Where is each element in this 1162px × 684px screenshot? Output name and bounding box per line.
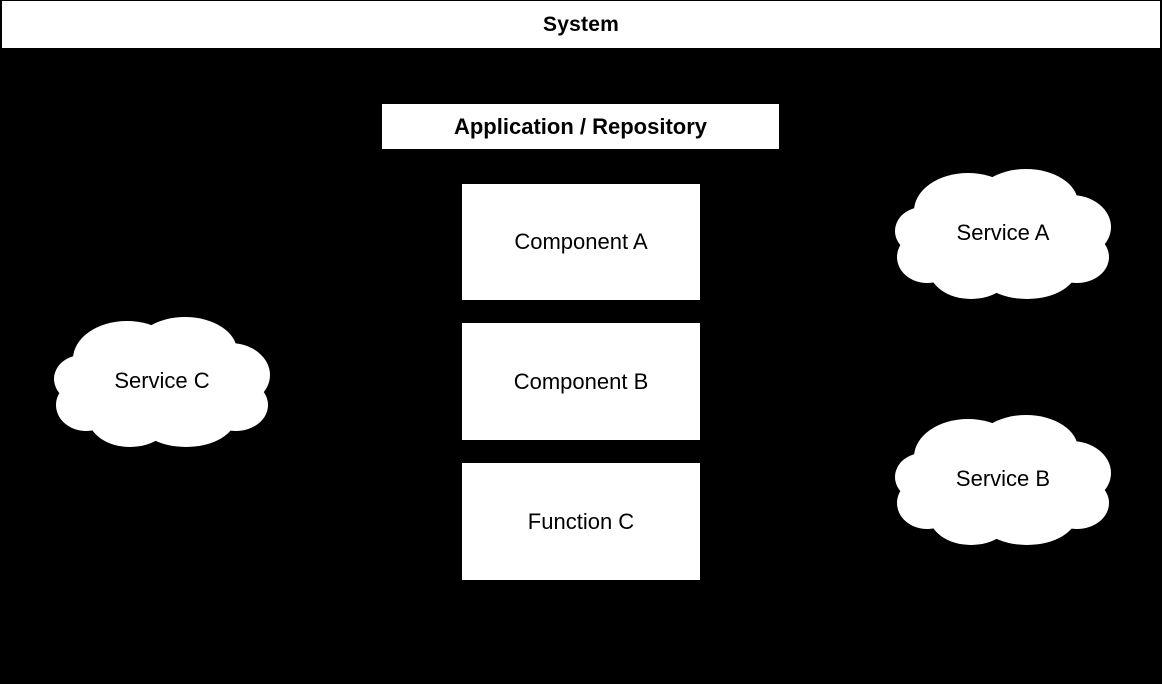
service-cloud-a: Service A [893, 165, 1113, 300]
system-title: System [543, 13, 619, 36]
component-box-a: Component A [462, 184, 700, 300]
system-boundary-header: System [0, 0, 1162, 49]
service-cloud-c: Service C [52, 313, 272, 448]
component-box-b: Component B [462, 323, 700, 440]
cloud-shape-icon [54, 317, 270, 447]
application-repository-title: Application / Repository [453, 113, 708, 139]
function-box-c: Function C [462, 463, 700, 580]
component-box-a-label: Component A [514, 229, 648, 254]
function-box-c-label: Function C [527, 509, 635, 534]
cloud-shape-icon [895, 415, 1111, 545]
service-cloud-b: Service B [893, 411, 1113, 546]
component-box-b-label: Component B [513, 369, 649, 394]
application-repository-box: Application / Repository [382, 104, 779, 149]
cloud-shape-icon [895, 169, 1111, 299]
